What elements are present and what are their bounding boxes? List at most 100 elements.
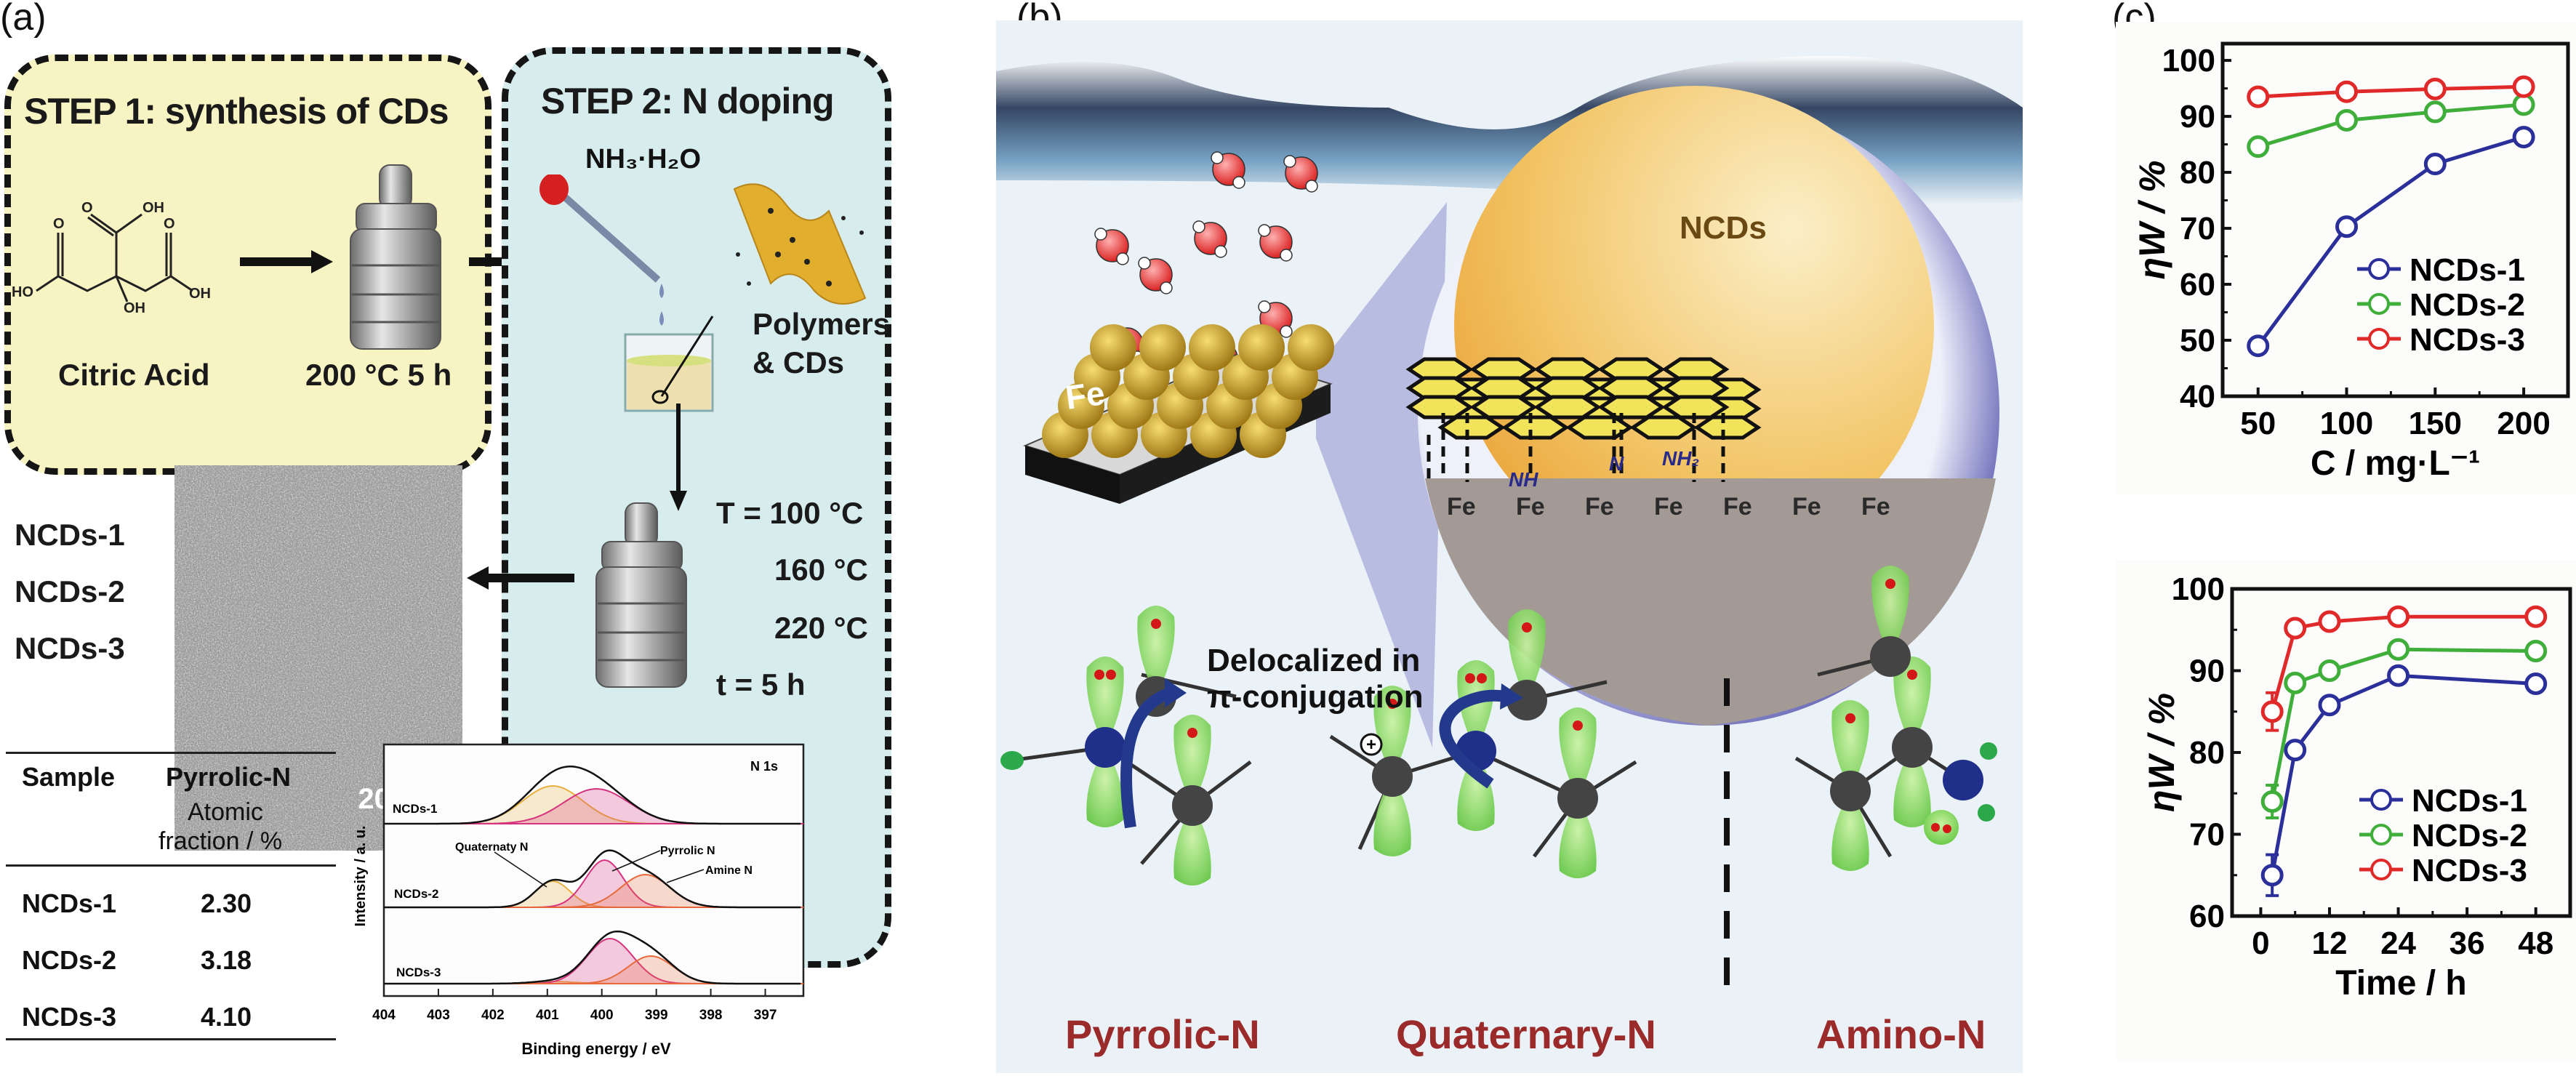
quaternary-n-label: Quaternary-N	[1396, 1011, 1656, 1057]
graphene-hexagon	[1405, 395, 1474, 419]
table-cell-sample: NCDs-1	[22, 888, 117, 918]
p-orbital-lobe	[1559, 707, 1597, 798]
xps-title: N 1s	[750, 759, 778, 774]
legend-marker	[2370, 789, 2392, 811]
fe-plate-front	[1025, 446, 1120, 504]
p-orbital-lobe	[1893, 657, 1931, 747]
atom	[1506, 680, 1547, 720]
data-point	[2335, 215, 2359, 238]
xps-envelope-1	[384, 766, 801, 825]
data-point	[2387, 605, 2410, 628]
carbon-dot	[1454, 86, 1934, 566]
x-axis-label: C / mg·L⁻¹	[2311, 444, 2480, 483]
graphene-hexagon	[1693, 415, 1762, 440]
xps-x-tick-label: 401	[536, 1008, 559, 1023]
temp-3: 220 °C	[774, 611, 868, 645]
time-label: t = 5 h	[716, 667, 806, 702]
xps-x-tick-label: 397	[754, 1008, 777, 1023]
graphene-hexagon	[1501, 415, 1570, 440]
p-orbital-lobe	[1831, 791, 1869, 871]
atom	[1000, 751, 1024, 770]
p-orbital-lobe	[1871, 566, 1909, 657]
arrow-left-icon	[467, 566, 574, 590]
step2-title: STEP 2: N doping	[541, 81, 835, 121]
arrow-icon	[240, 250, 333, 273]
group-o-2: O	[81, 200, 93, 216]
y-tick-label: 70	[2189, 817, 2225, 853]
y-tick-label: 60	[2180, 267, 2215, 302]
legend-marker	[2370, 824, 2392, 846]
data-point	[2284, 739, 2307, 762]
table-rule-top	[6, 752, 336, 754]
x-tick-label: 48	[2518, 926, 2553, 961]
xps-annotation-pyrrolic: Pyrrolic N	[660, 845, 715, 857]
annotation-leader	[611, 850, 661, 872]
polymer-sheet-icon	[733, 183, 867, 305]
p-orbital-lobe	[1893, 747, 1931, 827]
citric-acid-label: Citric Acid	[58, 358, 210, 392]
p-orbital-lobe	[1137, 606, 1175, 696]
xps-annotation-quaternary: Quaternaty N	[455, 841, 528, 854]
fe-surface-atom: Fe	[1516, 493, 1545, 521]
arrow-down-icon	[670, 404, 687, 511]
xps-ylabel: Intensity / a. u.	[353, 826, 369, 927]
graphene-hexagon	[1437, 415, 1506, 440]
series-line-ncds-3	[2270, 614, 2536, 712]
p-orbital-lobe	[1559, 798, 1597, 878]
table-header-pyrrolic: Pyrrolic-N	[166, 762, 292, 792]
reagent-label: NH₃·H₂O	[585, 144, 701, 174]
data-point	[2260, 700, 2284, 723]
legend-label: NCDs-1	[2412, 783, 2527, 819]
p-orbital-lobe	[1173, 806, 1211, 886]
y-axis-label: ηW / %	[2141, 693, 2182, 812]
graphene-hexagon	[1533, 395, 1602, 419]
x-tick-label: 50	[2240, 406, 2276, 441]
delocalization-arrow-icon	[1120, 687, 1173, 829]
x-tick-label: 24	[2380, 926, 2416, 961]
p-orbital-lobe	[1831, 700, 1869, 791]
table-cell-sample: NCDs-3	[22, 1002, 117, 1032]
autoclave-icon	[595, 502, 687, 688]
x-tick-label: 150	[2409, 406, 2462, 441]
data-point	[2524, 672, 2548, 695]
data-point	[2284, 671, 2307, 694]
table-header-sample: Sample	[22, 762, 116, 792]
x-tick-label: 36	[2449, 926, 2485, 961]
data-point	[2387, 664, 2410, 687]
magnifier-cone	[1316, 202, 1447, 747]
group-oh-1: OH	[143, 200, 164, 216]
y-tick-label: 70	[2180, 211, 2215, 246]
x-tick-label: 0	[2252, 926, 2269, 961]
data-point	[2247, 135, 2270, 158]
data-point	[2284, 617, 2307, 640]
table-subheader-1: Atomic	[188, 798, 263, 826]
xps-x-tick-label: 398	[699, 1008, 723, 1023]
y-axis-label: ηW / %	[2132, 161, 2172, 280]
table-rule-mid	[6, 864, 336, 867]
graphene-hexagon	[1469, 395, 1538, 419]
water-molecule-icon	[1192, 220, 1227, 258]
p-orbital-lobe	[1173, 715, 1211, 806]
atom	[1943, 760, 1983, 800]
electron	[1943, 824, 1951, 833]
data-point	[2260, 790, 2284, 813]
xps-envelope-2	[384, 849, 801, 909]
y-tick-label: 90	[2180, 99, 2215, 134]
nitrogen-orbital-models	[1000, 566, 1997, 886]
xps-trace-label-1: NCDs-1	[393, 802, 437, 816]
xps-x-tick-label: 404	[372, 1008, 396, 1023]
citric-acid-structure: O OH O O HO OH OH	[12, 200, 211, 313]
y-tick-label: 90	[2189, 654, 2225, 689]
data-point	[2247, 85, 2270, 108]
water-molecule-icon	[1094, 228, 1129, 265]
legend-label: NCDs-2	[2412, 818, 2527, 854]
p-orbital-lobe	[1086, 657, 1124, 747]
series-line-ncds-2	[2258, 103, 2524, 149]
autoclave-icon	[350, 164, 441, 350]
legend-marker	[2370, 859, 2392, 880]
adsorption-bonds	[1427, 413, 1725, 482]
data-point	[2335, 108, 2359, 132]
atom	[1870, 636, 1911, 677]
panel-label-a: (a)	[0, 0, 47, 39]
